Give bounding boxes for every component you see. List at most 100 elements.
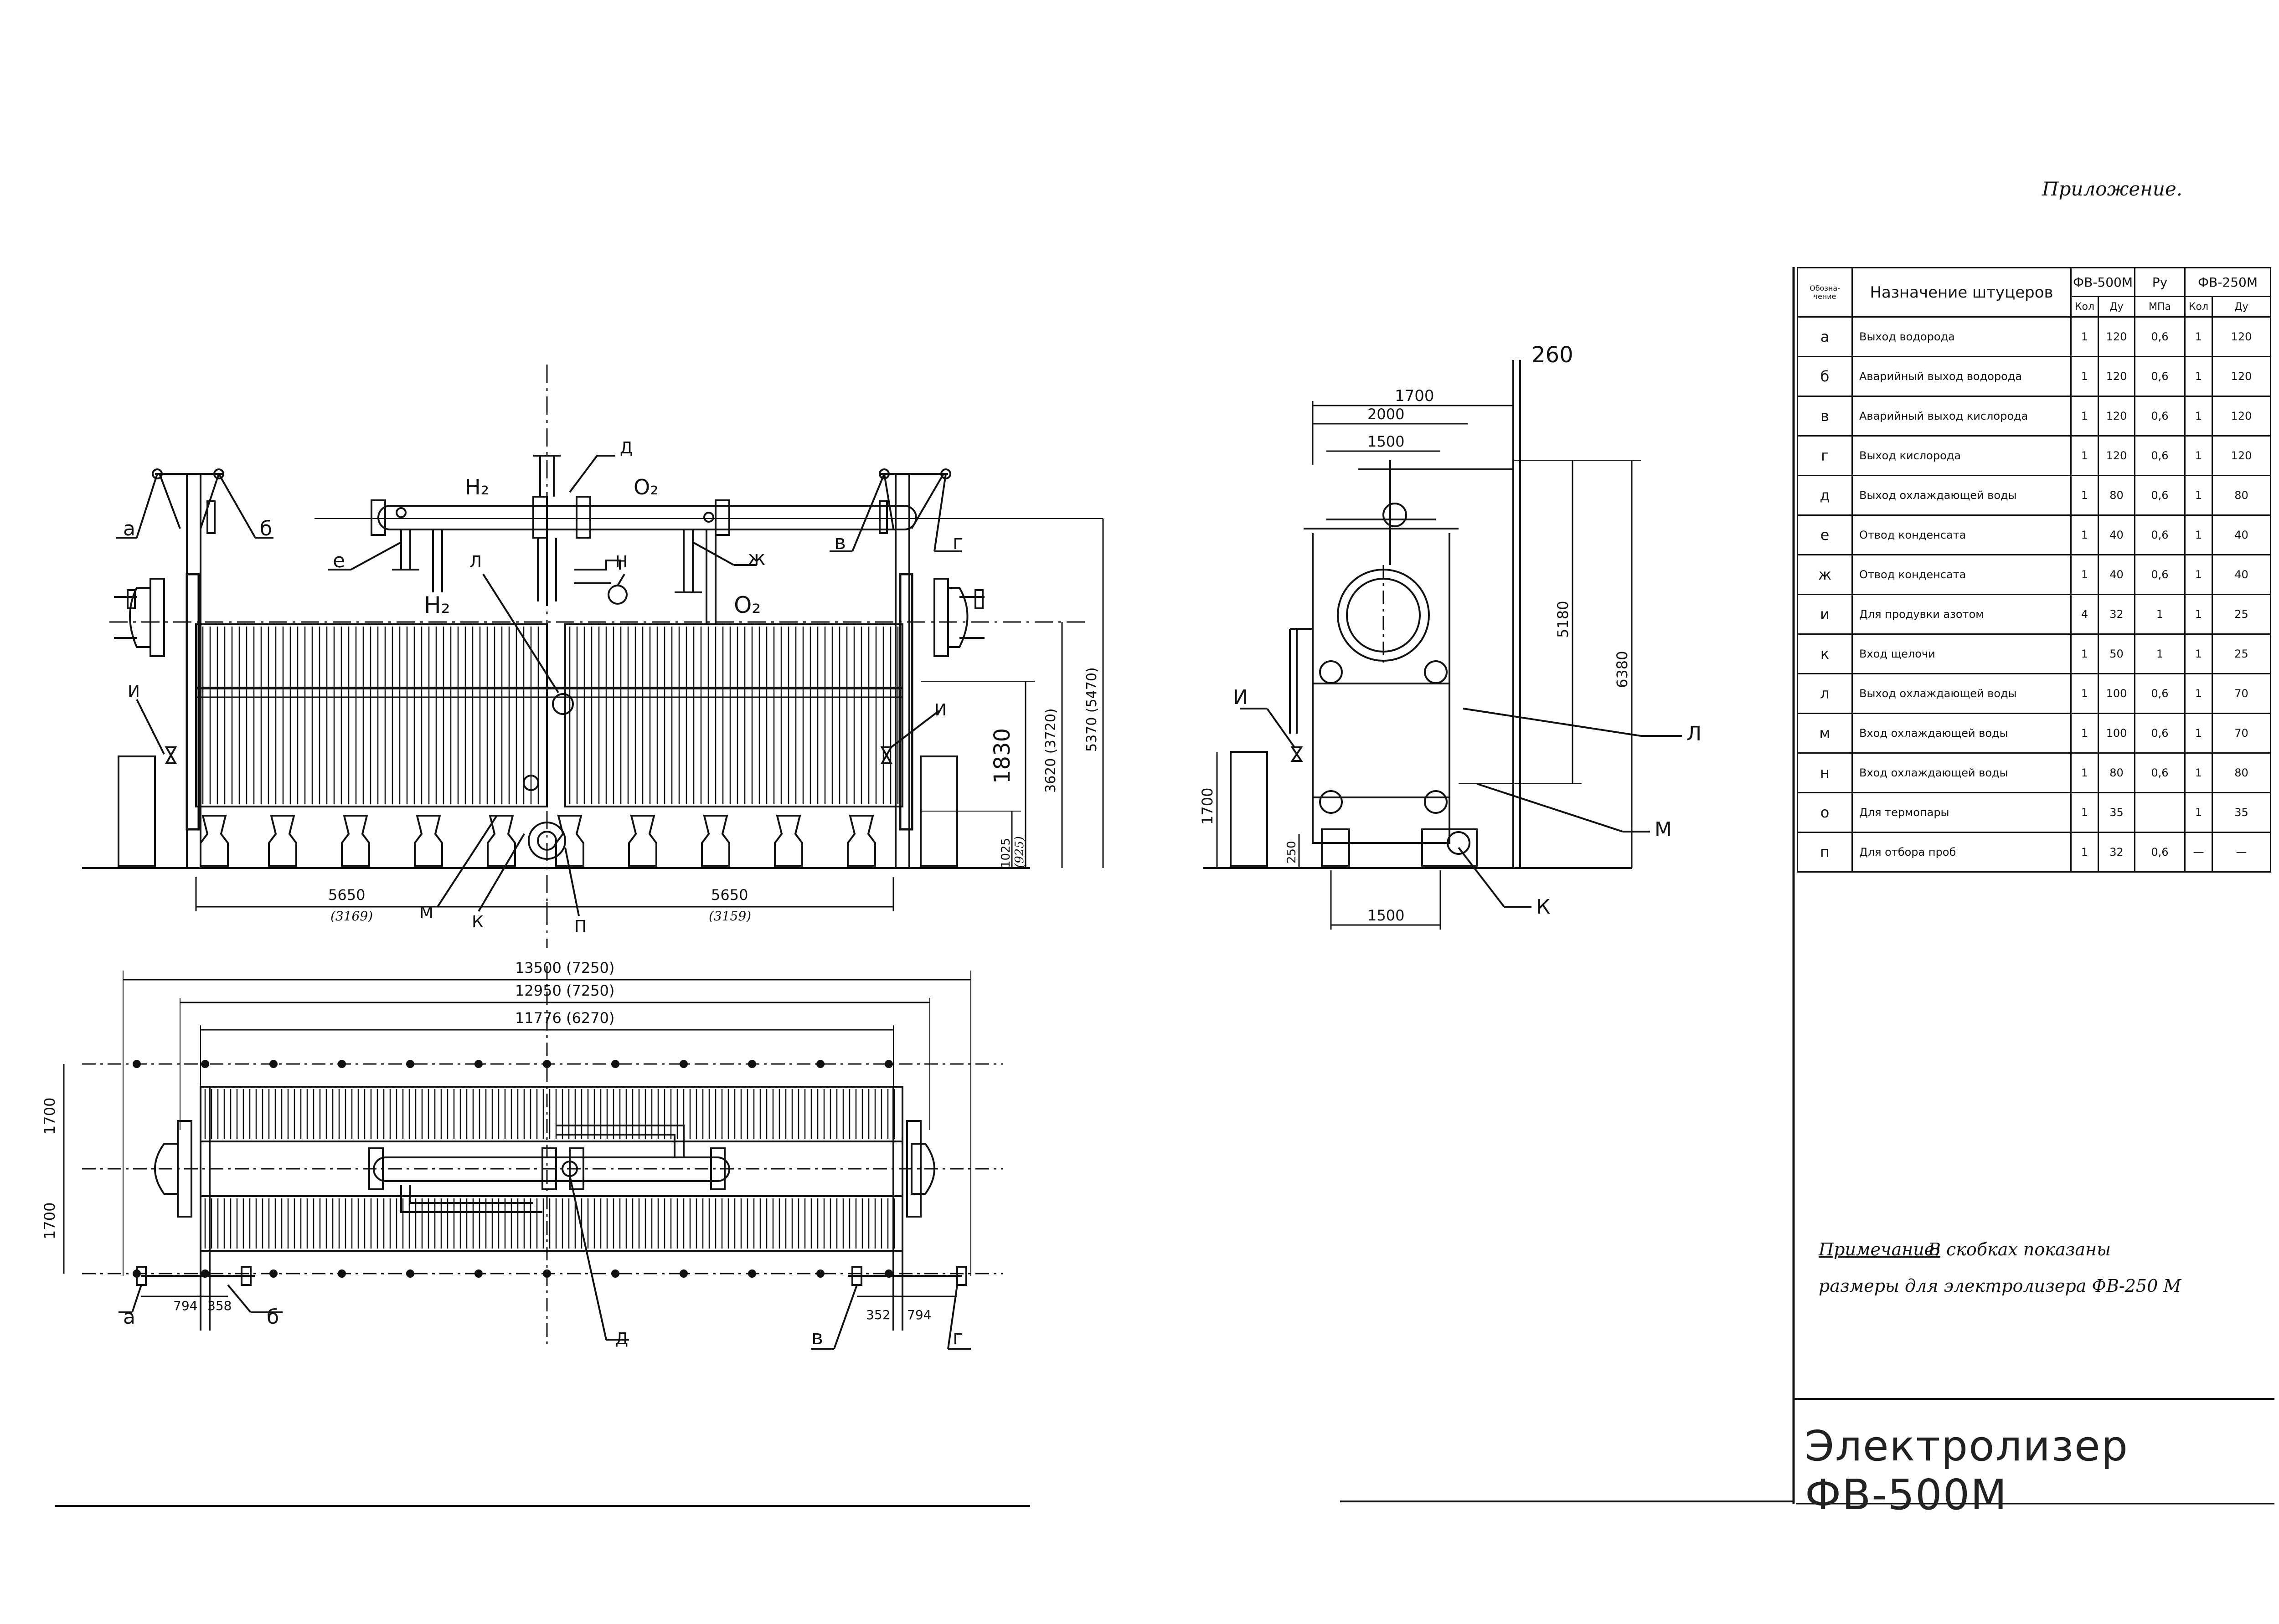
label-b-plan: б <box>267 1305 279 1329</box>
dim-3159: (3159) <box>709 909 751 924</box>
table-cell-qty2: 1 <box>2184 316 2213 357</box>
table-cell-p <box>2134 792 2186 833</box>
table-cell-purpose: Выход охлаждающей воды <box>1851 673 2072 714</box>
gas-h2-mid-label: H₂ <box>424 592 450 618</box>
sub-mpa: МПа <box>2134 296 2186 318</box>
note-line-2: размеры для электролизера ФВ-250 М <box>1819 1276 2181 1296</box>
dim-5180: 5180 <box>1554 601 1572 638</box>
table-cell-purpose: Аварийный выход кислорода <box>1851 396 2072 437</box>
dim-352-right: 352 <box>866 1307 890 1322</box>
table-cell-dn2: 40 <box>2212 514 2271 555</box>
dim-5650-left: 5650 <box>328 886 365 904</box>
dim-1830: 1830 <box>990 728 1015 784</box>
table-cell-p: 0,6 <box>2134 554 2186 595</box>
nozzle-spec-table: Обозна- чение Назначение штуцеров ФВ-500… <box>1797 267 2271 873</box>
label-g-front: г <box>953 531 963 554</box>
gas-o2-mid-label: O₂ <box>734 592 761 618</box>
col-pressure: Py <box>2134 267 2186 297</box>
label-d-plan: Д <box>615 1330 628 1348</box>
dim-12950: 12950 (7250) <box>515 982 614 999</box>
table-cell-dn2: 70 <box>2212 673 2271 714</box>
table-cell-p: 0,6 <box>2134 752 2186 793</box>
dim-13500: 13500 (7250) <box>515 959 614 976</box>
table-cell-purpose: Отвод конденсата <box>1851 514 2072 555</box>
table-cell-code: б <box>1797 356 1853 397</box>
table-cell-p: 0,6 <box>2134 673 2186 714</box>
side-view <box>1203 360 1682 930</box>
label-p-front: П <box>574 917 587 936</box>
table-cell-dn: 100 <box>2098 673 2135 714</box>
label-a-plan: а <box>123 1305 135 1329</box>
appendix-label: Приложение. <box>2042 178 2183 200</box>
table-cell-p: 0,6 <box>2134 435 2186 476</box>
dim-1700-plan-top: 1700 <box>41 1098 58 1135</box>
table-cell-dn: 40 <box>2098 554 2135 595</box>
table-cell-purpose: Вход охлаждающей воды <box>1851 713 2072 754</box>
table-cell-purpose: Выход водорода <box>1851 316 2072 357</box>
table-cell-dn2: — <box>2212 832 2271 873</box>
sub-dn2: Ду <box>2212 296 2271 318</box>
sub-qty: Кол <box>2070 296 2099 318</box>
table-cell-qty: 1 <box>2070 713 2099 754</box>
table-cell-dn2: 70 <box>2212 713 2271 754</box>
dim-358-left: 358 <box>207 1298 232 1313</box>
label-i-side: И <box>1233 686 1248 709</box>
dim-3169: (3169) <box>330 909 373 924</box>
table-cell-dn: 80 <box>2098 752 2135 793</box>
table-cell-p: 0,6 <box>2134 514 2186 555</box>
col-group-fv500m: ФВ-500М <box>2070 267 2135 297</box>
label-d-front: Д <box>620 439 633 457</box>
table-cell-code: л <box>1797 673 1853 714</box>
table-cell-qty: 4 <box>2070 594 2099 635</box>
table-cell-dn: 120 <box>2098 316 2135 357</box>
table-cell-code: м <box>1797 713 1853 754</box>
table-cell-dn: 120 <box>2098 396 2135 437</box>
table-cell-code: п <box>1797 832 1853 873</box>
table-cell-dn: 120 <box>2098 356 2135 397</box>
table-cell-p: 0,6 <box>2134 832 2186 873</box>
table-cell-dn2: 120 <box>2212 396 2271 437</box>
table-cell-purpose: Для отбора проб <box>1851 832 2072 873</box>
dim-1500-bottom: 1500 <box>1367 907 1404 924</box>
table-cell-dn2: 80 <box>2212 475 2271 516</box>
note-line-1: В скобках показаны <box>1928 1239 2111 1259</box>
cell-plates <box>202 627 899 804</box>
table-cell-qty2: 1 <box>2184 713 2213 754</box>
table-cell-dn: 80 <box>2098 475 2135 516</box>
table-cell-purpose: Выход кислорода <box>1851 435 2072 476</box>
label-l-side: Л <box>1686 722 1702 745</box>
label-b-front: б <box>260 517 272 540</box>
table-cell-p: 0,6 <box>2134 356 2186 397</box>
label-i-left-front: И <box>128 683 140 701</box>
table-cell-code: и <box>1797 594 1853 635</box>
dim-1700-side-left: 1700 <box>1199 788 1216 825</box>
table-cell-dn: 32 <box>2098 832 2135 873</box>
table-cell-code: о <box>1797 792 1853 833</box>
table-cell-qty: 1 <box>2070 396 2099 437</box>
table-cell-dn2: 120 <box>2212 356 2271 397</box>
table-cell-dn2: 25 <box>2212 594 2271 635</box>
table-cell-qty: 1 <box>2070 435 2099 476</box>
table-cell-dn2: 120 <box>2212 316 2271 357</box>
table-cell-dn2: 80 <box>2212 752 2271 793</box>
table-cell-qty: 1 <box>2070 832 2099 873</box>
gas-o2-top-label: O₂ <box>634 475 659 499</box>
dim-6380: 6380 <box>1614 651 1631 688</box>
table-cell-qty: 1 <box>2070 356 2099 397</box>
table-cell-dn: 120 <box>2098 435 2135 476</box>
dim-5650-right: 5650 <box>711 886 748 904</box>
front-view <box>82 365 1104 948</box>
label-v-plan: в <box>811 1326 823 1349</box>
table-cell-code: е <box>1797 514 1853 555</box>
table-cell-purpose: Вход охлаждающей воды <box>1851 752 2072 793</box>
table-cell-code: ж <box>1797 554 1853 595</box>
